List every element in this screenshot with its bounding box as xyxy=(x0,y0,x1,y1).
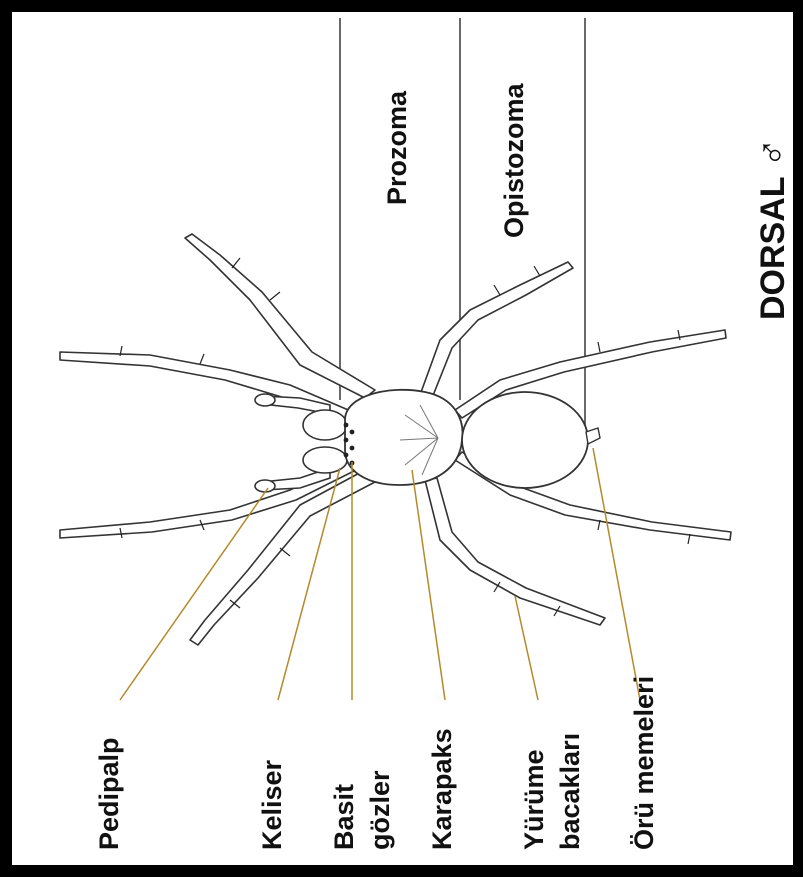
carapace xyxy=(344,390,463,485)
leg-3-lower xyxy=(425,478,605,625)
opisthosoma xyxy=(462,392,600,488)
label-pedipalp: Pedipalp xyxy=(95,737,123,850)
region-label-prosoma: Prozoma xyxy=(383,91,411,205)
leg-3-upper xyxy=(420,262,573,398)
view-label: DORSAL ♂ xyxy=(750,138,792,320)
label-simple-eyes-line2: gözler xyxy=(366,770,394,850)
chelicerae xyxy=(303,410,347,473)
view-label-text: DORSAL xyxy=(754,177,792,320)
label-simple-eyes-line1: Basit xyxy=(330,784,358,850)
label-chelicerae: Keliser xyxy=(258,760,286,850)
leader-walking-legs xyxy=(515,596,538,700)
label-walking-legs-line1: Yürüme xyxy=(520,749,548,850)
label-carapace: Karapaks xyxy=(428,728,456,850)
label-walking-legs-line2: bacakları xyxy=(556,733,584,850)
label-spinnerets: Örü memeleri xyxy=(630,676,658,850)
region-label-opisthosoma: Opistozoma xyxy=(500,83,528,238)
leader-lines xyxy=(120,448,640,700)
spinnerets-shape xyxy=(586,428,600,444)
male-symbol-icon: ♂ xyxy=(749,138,793,168)
pedipalps xyxy=(255,394,330,492)
leader-spinnerets xyxy=(593,448,640,700)
